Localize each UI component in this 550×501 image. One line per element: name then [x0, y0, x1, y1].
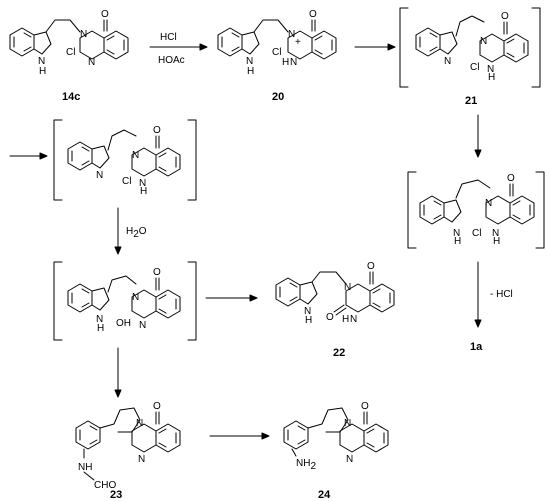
svg-text:H: H [305, 315, 312, 326]
reagent-hoac: HOAc [158, 55, 185, 66]
arrow-into-left [9, 152, 48, 160]
svg-text:Cl: Cl [122, 176, 131, 187]
svg-text:OH: OH [116, 318, 131, 329]
arrow-to-23 [114, 347, 122, 398]
svg-text:N: N [346, 454, 353, 465]
label-22: 22 [333, 347, 345, 359]
svg-text:H: H [247, 66, 254, 77]
svg-text:O: O [153, 267, 161, 278]
svg-text:+: + [295, 37, 301, 48]
arrow-23-to-24 [209, 432, 270, 440]
svg-text:N: N [485, 198, 492, 209]
svg-text:N: N [290, 57, 297, 68]
svg-text:N: N [139, 320, 146, 331]
svg-text:O: O [153, 125, 161, 136]
svg-text:N: N [96, 314, 103, 325]
svg-text:H: H [140, 186, 147, 197]
svg-text:Cl: Cl [472, 228, 481, 239]
label-1a: 1a [470, 341, 483, 353]
svg-text:N: N [453, 228, 460, 239]
structure-14c [9, 27, 52, 57]
svg-text:O: O [153, 401, 161, 412]
atom-n-indole-14c: N [38, 56, 45, 67]
svg-text:NH: NH [78, 462, 92, 473]
atom-o-14c: O [101, 9, 109, 20]
svg-text:N: N [344, 418, 351, 429]
arrow-21-down [474, 114, 482, 158]
label-24: 24 [318, 489, 331, 501]
svg-text:O: O [501, 11, 509, 22]
svg-text:N: N [246, 56, 253, 67]
atom-n-14c-a: N [80, 29, 87, 40]
reagent-water: H2O [126, 226, 147, 240]
svg-text:H: H [342, 314, 349, 325]
compound-intermediate-right: O N Cl N H N H [407, 171, 545, 249]
svg-text:H: H [488, 72, 495, 83]
svg-text:NH2: NH2 [296, 458, 316, 472]
svg-text:O: O [309, 9, 317, 20]
compound-23: O N N NH CHO 23 [75, 401, 181, 501]
svg-text:O: O [507, 173, 515, 184]
svg-text:N: N [344, 282, 351, 293]
benzo-14c [103, 30, 129, 60]
compound-intermediate-left: O N Cl N H N [53, 119, 197, 201]
svg-text:N: N [492, 228, 499, 239]
atom-n-14c-b: N [88, 57, 95, 68]
arrow-water: H2O [114, 207, 147, 255]
arrow-20-to-21 [354, 43, 396, 51]
svg-text:N: N [138, 454, 145, 465]
svg-text:N: N [350, 314, 357, 325]
arrow-to-1a: - HCl 1a [470, 261, 513, 353]
svg-text:N: N [139, 178, 146, 189]
atom-h-indole-14c: H [39, 66, 46, 77]
svg-text:O: O [326, 312, 334, 323]
svg-text:N: N [288, 29, 295, 40]
svg-text:H: H [282, 57, 289, 68]
svg-text:CHO: CHO [94, 480, 116, 491]
compound-22: O O N N H N H 22 [275, 261, 395, 359]
compound-14c: O N Cl N N H 14c [9, 9, 129, 103]
svg-text:N: N [136, 418, 143, 429]
compound-24: O N N NH2 24 [283, 401, 389, 501]
compound-21: O N Cl N H N 21 [399, 7, 541, 107]
label-21: 21 [465, 95, 477, 107]
svg-text:N: N [480, 36, 487, 47]
label-23: 23 [110, 489, 122, 501]
svg-text:Cl: Cl [272, 47, 281, 58]
svg-text:N: N [487, 64, 494, 75]
arrow-to-22 [205, 294, 258, 302]
svg-text:N: N [304, 306, 311, 317]
reagent-minus-hcl: - HCl [490, 289, 513, 300]
atom-cl-14c: Cl [66, 47, 75, 58]
arrow-14c-to-20: HCl HOAc [149, 32, 208, 66]
svg-text:H: H [493, 236, 500, 247]
svg-text:N: N [96, 170, 103, 181]
label-20: 20 [272, 91, 284, 103]
svg-text:O: O [367, 261, 375, 272]
reagent-hcl: HCl [160, 32, 177, 43]
svg-text:N: N [132, 150, 139, 161]
svg-text:H: H [454, 236, 461, 247]
svg-text:H: H [97, 323, 104, 334]
svg-text:N: N [444, 56, 451, 67]
compound-hydroxy-intermediate: O N OH N N H [53, 261, 197, 341]
compound-20: O N Cl + N H N H 20 [217, 9, 337, 103]
ethyl-linker-14c [45, 19, 81, 33]
svg-text:Cl: Cl [470, 62, 479, 73]
svg-text:N: N [132, 292, 139, 303]
label-14c: 14c [62, 91, 80, 103]
svg-text:O: O [361, 401, 369, 412]
